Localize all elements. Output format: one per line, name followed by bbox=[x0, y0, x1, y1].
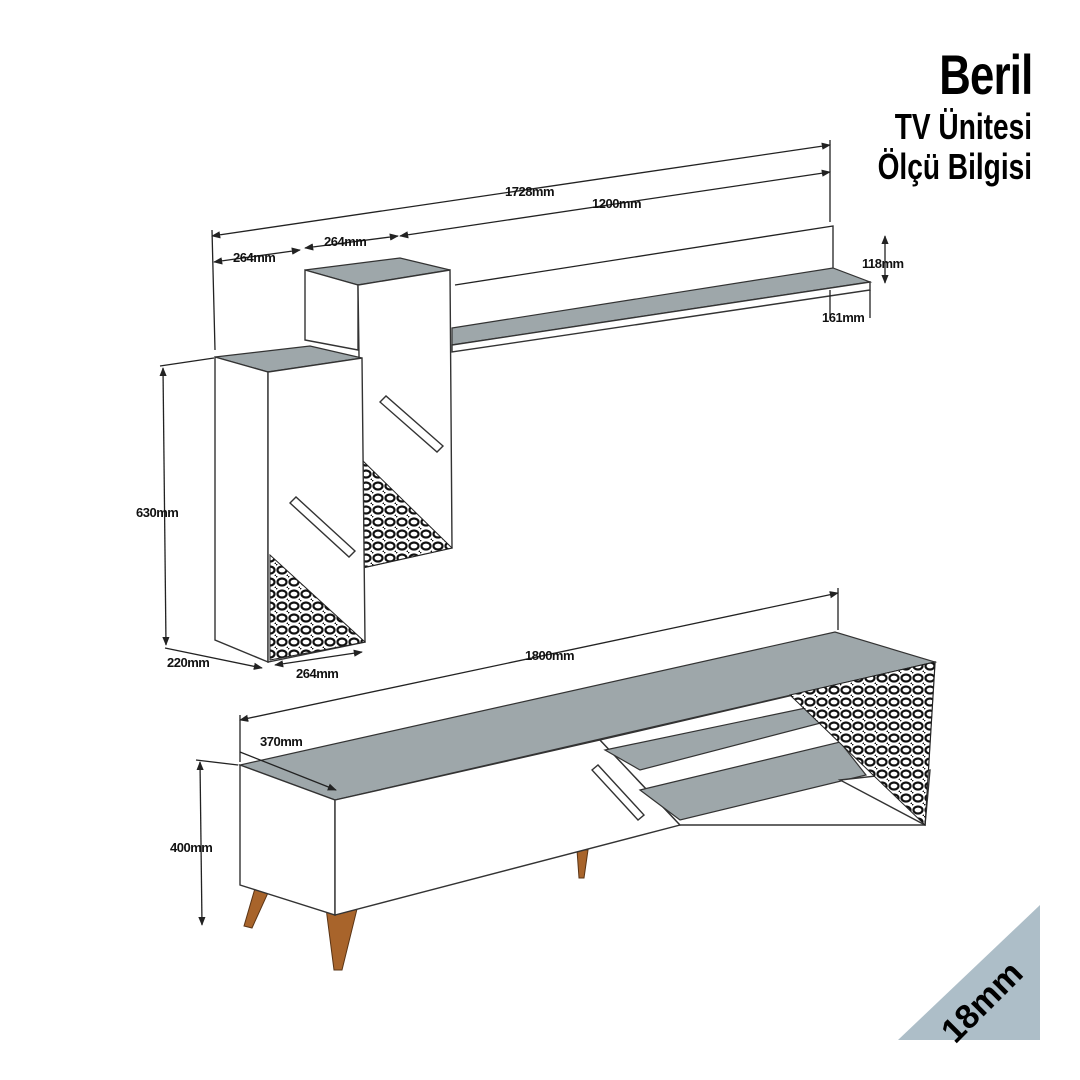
leg bbox=[576, 849, 589, 879]
dimension-lines bbox=[159, 140, 889, 926]
label-cabinet-bottom-width: 264mm bbox=[296, 666, 338, 681]
label-cabinet-depth: 220mm bbox=[167, 655, 209, 670]
label-shelf-depth: 161mm bbox=[822, 310, 864, 325]
wall-shelf bbox=[451, 225, 873, 353]
product-name: Beril bbox=[938, 43, 1033, 106]
handle-icon bbox=[288, 496, 357, 558]
handle-icon bbox=[378, 395, 445, 453]
label-stand-height: 400mm bbox=[170, 840, 212, 855]
label-shelf-height: 118mm bbox=[862, 256, 904, 271]
label-stand-depth: 370mm bbox=[260, 734, 302, 749]
leg bbox=[325, 904, 359, 971]
left-cabinet bbox=[214, 345, 367, 664]
label-shelf-width: 1200mm bbox=[592, 196, 641, 211]
tv-stand bbox=[237, 631, 938, 971]
label-cabinet-width-2: 264mm bbox=[324, 234, 366, 249]
label-cabinet-height: 630mm bbox=[136, 505, 178, 520]
label-total-width: 1728mm bbox=[505, 184, 554, 199]
shelf-surface bbox=[451, 267, 873, 346]
dimension-labels: 1728mm 1200mm 264mm 264mm 118mm 161mm 63… bbox=[136, 184, 904, 855]
product-subtitle: TV Ünitesi bbox=[894, 106, 1032, 147]
label-stand-width: 1800mm bbox=[525, 648, 574, 663]
label-cabinet-width-1: 264mm bbox=[233, 250, 275, 265]
product-caption: Ölçü Bilgisi bbox=[877, 146, 1032, 187]
handle-icon bbox=[590, 764, 646, 821]
upper-cabinet bbox=[304, 257, 454, 569]
thickness-badge: 18mm bbox=[898, 905, 1040, 1050]
